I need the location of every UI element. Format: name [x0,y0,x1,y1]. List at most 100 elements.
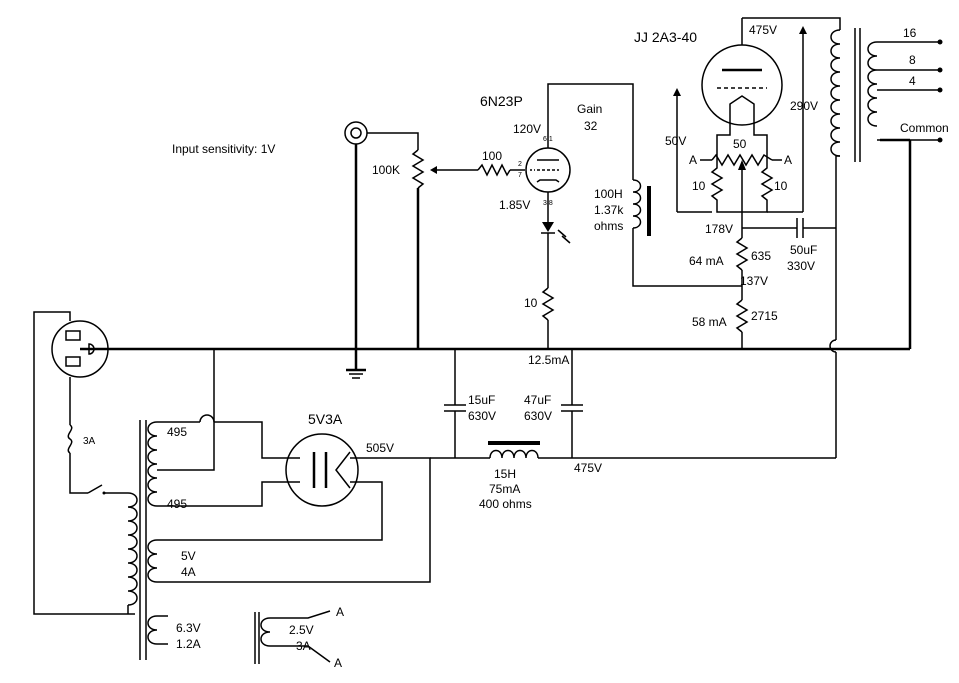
fuse-label: 3A [83,436,96,447]
rectifier-name: 5V3A [308,411,343,427]
cathode-r1-label: 635 [751,249,771,263]
choke-dcr-unit: ohms [594,219,623,233]
cathode-mid-voltage: 137V [740,274,768,288]
rectifier-output-voltage: 505V [366,441,394,455]
input-signal-wire [367,132,419,150]
driver-pin-grid1: 2 [518,161,522,168]
output-plate-voltage: 475V [749,23,777,37]
tap-8-label: 8 [909,53,916,67]
plate-to-ot-wire [742,17,841,30]
filament-lead-right [753,112,768,160]
terminal-common[interactable] [937,137,943,143]
driver-plate-voltage: 120V [513,122,541,136]
volume-pot-label: 100K [372,163,400,177]
fil-25-current: 3A [296,639,311,653]
tap-16-label: 16 [903,26,917,40]
cap1-voltage: 630V [468,409,496,423]
rect-fil-voltage: 5V [181,549,196,563]
filter-cap-47uf [561,404,583,412]
tap-common-label: Common [900,121,949,135]
output-tube-name: JJ 2A3-40 [634,29,697,45]
fil-25-voltage: 2.5V [289,623,314,637]
ac-inlet-icon [51,320,109,378]
fil-63-current: 1.2A [176,637,201,651]
b-plus-voltage: 475V [574,461,602,475]
filament-transformer-2a3 [254,612,271,664]
hv-bottom-label: 495 [167,497,187,511]
mains-fuse [67,424,73,454]
gain-label: Gain [577,102,602,116]
rect-fil-wire-2 [157,457,431,583]
choke-l-label: 15H [494,467,516,481]
tap-4-label: 4 [909,74,916,88]
grid-stopper-label: 100 [482,149,502,163]
hv-top-wire [214,421,300,459]
ot-primary-return [835,155,840,340]
input-jack[interactable] [344,121,368,145]
bypass-cap-voltage: 330V [787,259,815,273]
driver-cathode-resistor-label: 10 [524,296,538,310]
cathode-i1-label: 64 mA [689,254,724,268]
fil-25-node-top: A [336,605,344,619]
driver-stage-current: 12.5mA [528,353,569,367]
bias-50v-label: 50V [665,134,686,148]
bypass-cap-value: 50uF [790,243,817,257]
plate-290v-label: 290V [790,99,818,113]
cathode-bypass-cap [796,218,804,238]
grid-stopper-resistor [477,163,511,177]
driver-cathode-resistor [541,287,555,321]
chassis-ground-symbol [346,368,366,379]
output-tube [701,44,783,126]
filament-lead-left [716,112,731,160]
bias-led [541,222,571,244]
interstage-choke [632,179,651,236]
hv-center-tap-wire [157,349,215,471]
hum-r-left-label: 10 [692,179,706,193]
cap2-voltage: 630V [524,409,552,423]
hv-crossover [199,414,215,423]
power-transformer [127,420,158,660]
cathode-i2-label: 58 mA [692,315,727,329]
fil-25-lead-bottom [270,645,331,663]
terminal-8[interactable] [937,67,943,73]
node-a-left: A [689,153,697,167]
hum-resistor-left [710,160,742,213]
driver-plate-wire [547,83,634,180]
driver-cathode-voltage: 1.85V [499,198,530,212]
terminal-4[interactable] [937,87,943,93]
hum-r-right-label: 10 [774,179,788,193]
hv-bottom-wire [157,481,300,507]
cathode-r2-label: 2715 [751,309,778,323]
choke-inductance: 100H [594,187,623,201]
choke-i-label: 75mA [489,482,520,496]
rectifier-tube [285,433,359,507]
input-sensitivity-text: Input sensitivity: 1V [172,142,275,156]
cap2-value: 47uF [524,393,551,407]
wire-crossover [829,339,837,353]
rect-fil-current: 4A [181,565,196,579]
fil-25-lead-top [270,610,331,619]
cathode-voltage: 178V [705,222,733,236]
cathode-resistor-635 [735,237,749,271]
choke-r-label: 400 ohms [479,497,532,511]
fil-25-node-bottom: A [334,656,342,670]
hum-balance-pot[interactable] [711,153,773,170]
filter-cap-15uf [444,404,466,412]
choke-dcr: 1.37k [594,203,624,217]
driver-tube-name: 6N23P [480,93,523,109]
volume-pot[interactable] [411,149,437,189]
fil-63-voltage: 6.3V [176,621,201,635]
power-switch[interactable] [87,484,106,495]
hum-resistor-right [742,160,774,213]
rect-fil-wire-1 [157,481,383,541]
filter-choke [488,441,540,459]
hv-top-label: 495 [167,425,187,439]
cap1-value: 15uF [468,393,495,407]
fuse-to-switch-wire [69,453,88,494]
mains-neutral-wire [33,311,135,615]
terminal-16[interactable] [937,39,943,45]
choke-return-wire [632,228,742,287]
hum-pot-label: 50 [733,137,747,151]
driver-tube [525,147,571,193]
